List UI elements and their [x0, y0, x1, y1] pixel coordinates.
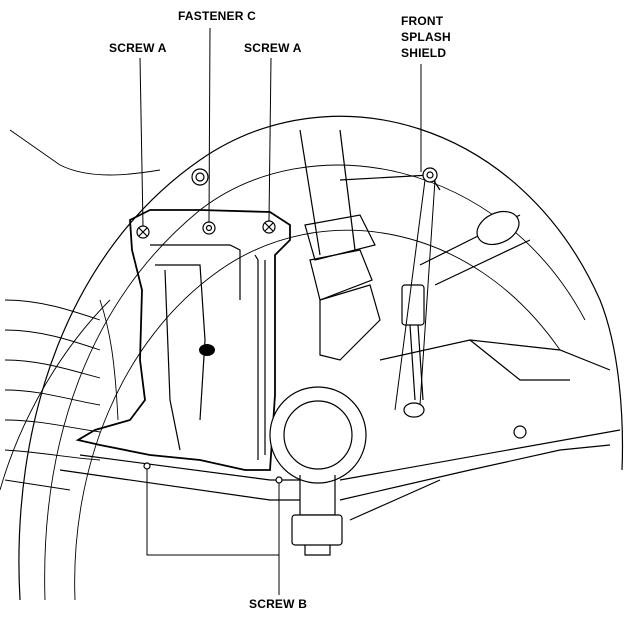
wheel-arch-arcs — [0, 115, 624, 601]
wheel-hub — [269, 386, 367, 556]
screw-a-right-marker — [262, 220, 276, 234]
label-screw-a-right: SCREW A — [244, 41, 302, 55]
label-screw-b: SCREW B — [249, 597, 308, 611]
fender-liner-ribs — [4, 299, 119, 491]
lower-control-arm — [59, 339, 621, 521]
label-front-splash-shield-line1: FRONT — [401, 14, 444, 28]
screw-a-left-marker — [136, 225, 150, 239]
front-splash-shield-panel — [75, 209, 291, 471]
fastener-c-marker — [202, 221, 216, 235]
leader-lines — [139, 27, 422, 595]
drive-shaft — [419, 210, 531, 286]
stabilizer-link — [394, 179, 436, 418]
label-screw-a-left: SCREW A — [109, 41, 167, 55]
label-front-splash-shield-line2: SPLASH — [401, 30, 451, 44]
arch-fasteners — [191, 167, 438, 186]
label-fastener-c: FASTENER C — [178, 9, 257, 23]
label-front-splash-shield-line3: SHIELD — [401, 46, 447, 60]
